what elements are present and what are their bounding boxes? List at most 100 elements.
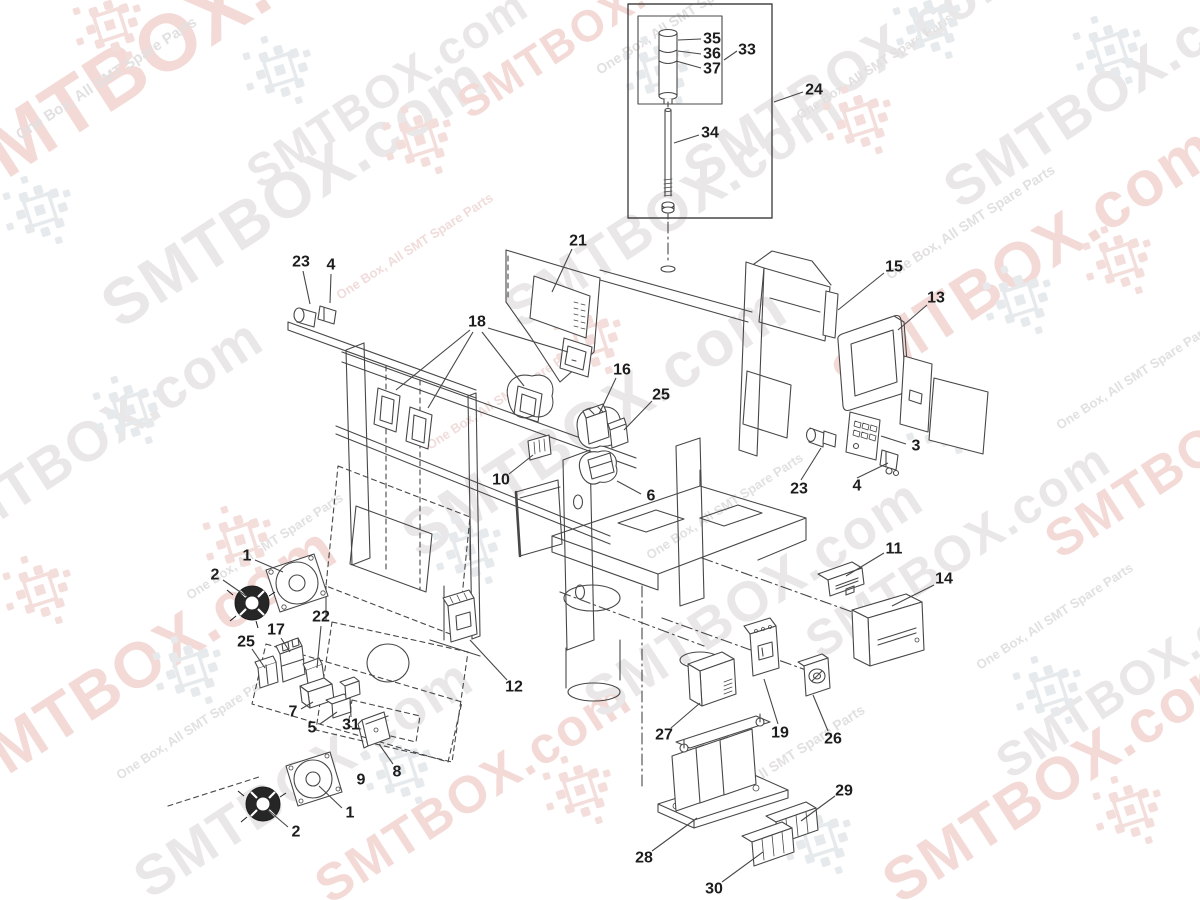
callout-23-left: 23 bbox=[292, 254, 310, 271]
inner-box-33 bbox=[637, 15, 723, 105]
callout-22: 22 bbox=[312, 609, 330, 626]
callout-leader-23-right bbox=[800, 447, 822, 481]
watermark-qr-pattern bbox=[92, 375, 161, 445]
part-6-bracket bbox=[578, 450, 618, 485]
watermark-qr-pattern bbox=[1092, 775, 1161, 845]
callout-leader-31 bbox=[349, 700, 352, 718]
callout-leader-29 bbox=[800, 795, 836, 822]
callout-leader-18 bbox=[481, 331, 525, 387]
part-11-module bbox=[817, 561, 865, 597]
callout-leader-8 bbox=[378, 743, 394, 765]
callout-17: 17 bbox=[267, 622, 285, 639]
callout-5: 5 bbox=[308, 720, 317, 737]
part-30-terminal-block bbox=[741, 821, 795, 867]
callout-26: 26 bbox=[824, 731, 842, 748]
callout-leader-37 bbox=[675, 60, 702, 69]
watermark-tagline-text: One Box, All SMT Spare Parts bbox=[333, 190, 495, 303]
callout-31: 31 bbox=[342, 717, 360, 734]
part-15-strip bbox=[822, 290, 839, 339]
callout-3: 3 bbox=[912, 438, 921, 455]
part-3-keypad bbox=[845, 411, 881, 461]
callout-leader-5 bbox=[319, 711, 338, 725]
callout-leader-16 bbox=[598, 377, 617, 415]
callout-4-left: 4 bbox=[327, 257, 336, 274]
callout-leader-15 bbox=[837, 272, 885, 311]
callout-35: 35 bbox=[703, 31, 721, 48]
callout-leader-14 bbox=[891, 584, 935, 607]
part-1-fan-top bbox=[265, 553, 329, 613]
callout-10: 10 bbox=[492, 472, 510, 489]
callout-leader-6 bbox=[616, 480, 642, 495]
callout-27: 27 bbox=[655, 727, 673, 744]
part-1-fan-bottom bbox=[285, 751, 343, 807]
watermark-qr-pattern bbox=[892, 0, 961, 60]
part-18-board-1 bbox=[373, 387, 401, 433]
callout-4-right: 4 bbox=[853, 478, 862, 495]
watermark-qr-pattern bbox=[242, 35, 311, 105]
part-19-breaker bbox=[743, 617, 780, 677]
watermark-qr-pattern bbox=[1012, 655, 1081, 725]
watermark-tagline-text: One Box, All SMT Spare Parts bbox=[973, 560, 1135, 673]
callout-leader-13 bbox=[897, 304, 928, 331]
callout-leader-24 bbox=[773, 91, 804, 103]
callout-9: 9 bbox=[357, 772, 366, 789]
callout-leader-26 bbox=[812, 694, 829, 732]
part-28-transformer bbox=[657, 713, 789, 829]
watermark-qr-pattern bbox=[2, 555, 71, 625]
part-21-panel bbox=[529, 275, 591, 339]
watermark-qr-pattern bbox=[822, 85, 891, 155]
callout-23-right: 23 bbox=[790, 481, 808, 498]
part-18-board-2 bbox=[405, 406, 433, 450]
part-14-drive bbox=[851, 593, 925, 667]
callout-25-center: 25 bbox=[652, 387, 670, 404]
callout-29: 29 bbox=[835, 783, 853, 800]
callout-leader-28 bbox=[651, 817, 698, 852]
callout-36: 36 bbox=[703, 46, 721, 63]
part-8-bracket bbox=[357, 711, 391, 749]
callout-30: 30 bbox=[705, 881, 723, 898]
part-right-bracket bbox=[899, 355, 933, 433]
part-34-rod bbox=[661, 101, 675, 222]
callout-leader-3 bbox=[880, 435, 907, 445]
callout-leader-22 bbox=[316, 625, 322, 669]
callout-12: 12 bbox=[505, 679, 523, 696]
callout-leader-34 bbox=[673, 134, 700, 144]
callout-21: 21 bbox=[569, 233, 587, 250]
part-4-switch-right bbox=[879, 449, 900, 477]
callout-leader-1-top bbox=[254, 559, 284, 573]
part-25-relay-left bbox=[254, 655, 279, 689]
part-26-rotary-switch bbox=[797, 653, 831, 697]
callout-2-top: 2 bbox=[211, 567, 220, 584]
callout-16: 16 bbox=[613, 362, 631, 379]
callout-11: 11 bbox=[886, 541, 903, 558]
callout-25-left: 25 bbox=[237, 634, 255, 651]
part-27-module bbox=[687, 651, 737, 707]
callout-6: 6 bbox=[647, 488, 656, 505]
callout-leader-18 bbox=[427, 331, 474, 409]
part-7-box bbox=[299, 677, 335, 709]
part-37-tower-segment bbox=[658, 60, 678, 65]
callout-leader-33 bbox=[723, 50, 738, 61]
callout-1-top: 1 bbox=[243, 548, 252, 565]
callout-34: 34 bbox=[701, 125, 719, 142]
callout-leader-7 bbox=[300, 701, 314, 710]
part-10-connector bbox=[527, 434, 552, 461]
callout-19: 19 bbox=[771, 725, 789, 742]
callout-1-bottom: 1 bbox=[346, 805, 355, 822]
callout-leader-18 bbox=[487, 327, 569, 353]
part-33-signal-tower bbox=[658, 28, 678, 105]
callout-18: 18 bbox=[468, 314, 486, 331]
callout-leader-18 bbox=[395, 329, 471, 391]
part-18-board-3 bbox=[506, 374, 554, 423]
part-18-board-4 bbox=[559, 337, 593, 378]
part-17-relay bbox=[275, 637, 306, 683]
watermark-qr-pattern bbox=[1082, 225, 1151, 295]
watermark-qr-pattern bbox=[542, 755, 611, 825]
callout-leader-11 bbox=[845, 552, 885, 577]
callout-leader-36 bbox=[677, 50, 702, 55]
callout-leader-2-top bbox=[222, 579, 247, 597]
callout-leader-30 bbox=[721, 851, 764, 883]
